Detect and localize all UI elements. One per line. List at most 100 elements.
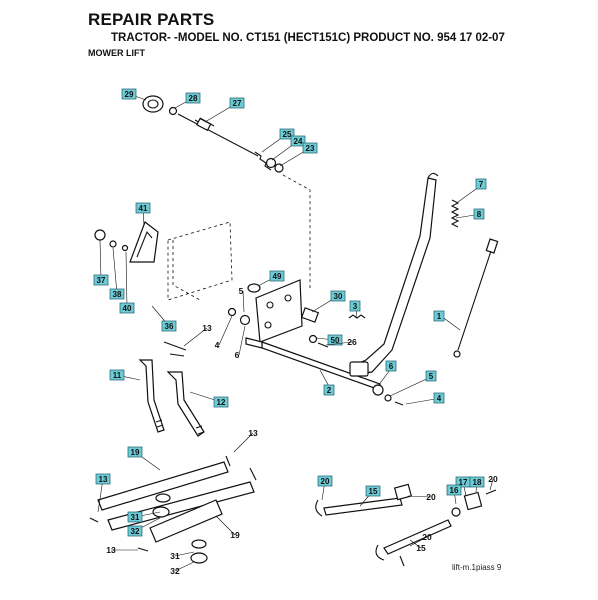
lower-link-part — [89, 461, 255, 564]
callout-number: 50 — [331, 336, 340, 345]
callout-36: 36 — [151, 305, 177, 332]
callout-27: 27 — [204, 97, 245, 123]
callout-number: 20 — [426, 492, 436, 502]
callout-number: 26 — [347, 337, 357, 347]
callout-number: 15 — [369, 487, 378, 496]
callout-8: 8 — [455, 208, 485, 220]
callout-number: 5 — [239, 286, 244, 296]
callout-number: 11 — [113, 371, 122, 380]
callout-number: 16 — [450, 486, 459, 495]
callout-number: 18 — [473, 478, 482, 487]
callout-number: 12 — [217, 398, 226, 407]
callout-number: 8 — [477, 210, 482, 219]
callout-28: 28 — [174, 92, 201, 109]
callout-number: 29 — [125, 90, 134, 99]
section-title: MOWER LIFT — [88, 48, 145, 58]
callout-37: 37 — [93, 239, 109, 286]
callout-32: 32 — [170, 561, 195, 576]
callout-19: 19 — [215, 515, 240, 540]
callout-number: 32 — [170, 566, 180, 576]
lift-arm-rod-part — [315, 483, 497, 567]
callout-number: 13 — [99, 475, 108, 484]
callout-number: 19 — [230, 530, 240, 540]
callout-number: 37 — [97, 276, 106, 285]
callout-number: 13 — [248, 428, 258, 438]
callout-number: 20 — [422, 532, 432, 542]
callout-number: 17 — [459, 478, 468, 487]
callout-11: 11 — [109, 369, 141, 381]
lift-knob-part — [142, 95, 284, 173]
callout-16: 16 — [446, 484, 462, 505]
callout-6: 6 — [377, 360, 397, 387]
callout-number: 24 — [294, 137, 303, 146]
callout-number: 2 — [327, 386, 332, 395]
lift-link-part — [138, 359, 205, 437]
callout-19: 19 — [127, 446, 161, 471]
lift-rod-part — [453, 238, 499, 358]
callout-18: 18 — [469, 476, 485, 493]
callout-number: 3 — [353, 302, 358, 311]
callout-49: 49 — [257, 270, 285, 287]
callout-number: 6 — [389, 362, 394, 371]
lift-handle-part — [349, 172, 439, 406]
pivot-plate-part — [227, 279, 366, 348]
callout-number: 49 — [273, 272, 282, 281]
callout-number: 7 — [479, 180, 484, 189]
callout-15: 15 — [359, 485, 381, 507]
callout-number: 25 — [283, 130, 292, 139]
callout-3: 3 — [349, 300, 361, 319]
callout-number: 13 — [202, 323, 212, 333]
callout-number: 28 — [189, 94, 198, 103]
clevis-pin-part — [163, 341, 257, 481]
guide-line — [172, 240, 201, 301]
callout-number: 5 — [429, 372, 434, 381]
callout-number: 41 — [139, 204, 148, 213]
callout-41: 41 — [135, 202, 151, 227]
guide-line — [282, 174, 311, 290]
callout-20: 20 — [409, 532, 432, 547]
callout-25: 25 — [261, 128, 295, 153]
callout-number: 36 — [165, 322, 174, 331]
callout-24: 24 — [271, 135, 306, 161]
callout-4: 4 — [215, 315, 233, 350]
callout-20: 20 — [488, 474, 498, 491]
callout-number: 40 — [123, 304, 132, 313]
callout-number: 15 — [416, 543, 426, 553]
model-subtitle: TRACTOR- -MODEL NO. CT151 (HECT151C) PRO… — [111, 32, 505, 44]
callout-15: 15 — [409, 539, 426, 553]
spring-part — [450, 199, 460, 228]
callout-13: 13 — [95, 473, 111, 513]
callout-number: 31 — [131, 513, 140, 522]
callout-number: 38 — [113, 290, 122, 299]
callout-number: 20 — [321, 477, 330, 486]
callout-26: 26 — [325, 337, 357, 347]
callout-5: 5 — [239, 286, 245, 313]
callout-6: 6 — [235, 325, 246, 360]
callout-7: 7 — [457, 178, 487, 203]
callout-13: 13 — [183, 323, 212, 347]
drawing-reference: lift-m.1piass 9 — [452, 563, 502, 572]
callout-2: 2 — [319, 369, 335, 396]
callout-number: 19 — [131, 448, 140, 457]
callout-number: 31 — [170, 551, 180, 561]
callout-31: 31 — [170, 551, 195, 561]
callout-5: 5 — [389, 370, 437, 397]
page-title: REPAIR PARTS — [88, 10, 215, 29]
callout-31: 31 — [127, 511, 161, 523]
callout-23: 23 — [279, 142, 318, 167]
frame-plate — [167, 221, 233, 301]
bracket-part — [94, 221, 159, 263]
callout-13: 13 — [233, 428, 258, 453]
callout-20: 20 — [407, 492, 436, 502]
callout-number: 4 — [437, 394, 442, 403]
callout-number: 30 — [334, 292, 343, 301]
callout-30: 30 — [311, 290, 346, 313]
callout-4: 4 — [405, 392, 445, 405]
callout-32: 32 — [127, 517, 161, 537]
callout-number: 4 — [215, 340, 220, 350]
callout-1: 1 — [433, 310, 461, 331]
callout-number: 20 — [488, 474, 498, 484]
callout-40: 40 — [119, 251, 135, 314]
